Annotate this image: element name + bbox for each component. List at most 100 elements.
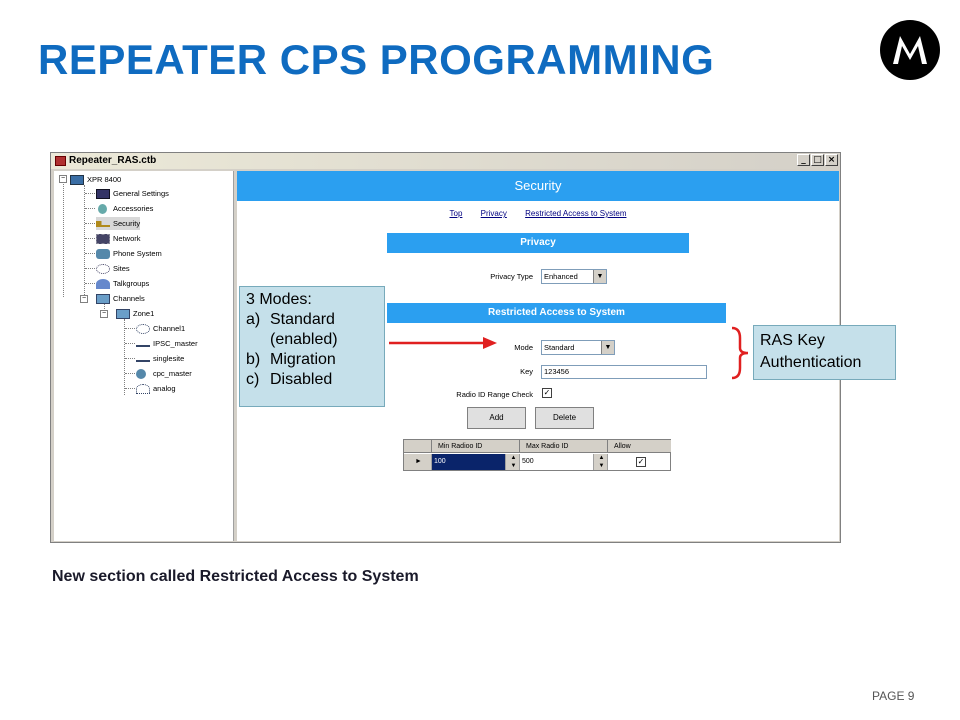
tree-item-label: Security <box>113 219 141 228</box>
mode-select[interactable]: Standard ▼ <box>541 340 615 355</box>
expand-channels-icon[interactable]: − <box>80 295 88 303</box>
delete-button[interactable]: Delete <box>535 407 594 429</box>
expand-root-icon[interactable]: − <box>59 175 67 183</box>
close-button[interactable]: × <box>825 154 838 166</box>
tree-item-ipsc-master[interactable]: IPSC_master <box>136 337 198 350</box>
channel-icon <box>136 323 150 334</box>
folder-icon <box>116 308 130 319</box>
modes-callout: 3 Modes: a)Standard (enabled) b)Migratio… <box>239 286 385 407</box>
minimize-button[interactable]: _ <box>797 154 810 166</box>
channel-icon <box>136 356 150 362</box>
link-top[interactable]: Top <box>449 209 463 218</box>
tree-item-zone1[interactable]: Zone1 <box>116 307 154 320</box>
tree-item-general-settings[interactable]: General Settings <box>96 187 169 200</box>
tree-item-phone-system[interactable]: Phone System <box>96 247 162 260</box>
mode-item: (enabled) <box>270 331 338 348</box>
tree-item-channel1[interactable]: Channel1 <box>136 322 185 335</box>
tree-item-security[interactable]: Security <box>96 217 141 230</box>
tree-item-network[interactable]: Network <box>96 232 141 245</box>
privacy-type-select[interactable]: Enhanced ▼ <box>541 269 607 284</box>
range-check-checkbox[interactable]: ✓ <box>542 388 552 398</box>
tree-item-label: Zone1 <box>133 309 155 318</box>
tree-item-label: Phone System <box>113 249 162 258</box>
key-input[interactable]: 123456 <box>541 365 707 379</box>
grid-header-max: Max Radio ID <box>520 440 608 453</box>
tree-item-cpc-master[interactable]: cpc_master <box>136 367 192 380</box>
tree-item-label: singlesite <box>153 354 185 363</box>
window-title: Repeater_RAS.ctb <box>69 155 157 166</box>
ras-key-callout: RAS Key Authentication <box>753 325 896 380</box>
tree-item-label: Talkgroups <box>113 279 150 288</box>
grid-header-min: Min Radioo ID <box>432 440 520 453</box>
motorola-logo <box>880 20 940 80</box>
app-icon <box>55 156 66 166</box>
settings-icon <box>96 188 110 199</box>
tree-item-label: Sites <box>113 264 130 273</box>
spinner-icon[interactable]: ▲▼ <box>506 454 520 470</box>
privacy-band: Privacy <box>387 233 689 253</box>
tree-item-accessories[interactable]: Accessories <box>96 202 153 215</box>
row-pointer-icon: ► <box>404 454 432 470</box>
tree-item-talkgroups[interactable]: Talkgroups <box>96 277 149 290</box>
page-number: PAGE 9 <box>872 689 915 703</box>
analog-channel-icon <box>136 383 150 394</box>
ras-key-line1: RAS Key <box>760 332 825 349</box>
phone-icon <box>96 248 110 259</box>
talkgroups-icon <box>96 278 110 289</box>
key-label: Key <box>520 367 533 376</box>
tree-item-label: Accessories <box>113 204 154 213</box>
section-header: Security <box>237 171 839 201</box>
allow-checkbox[interactable]: ✓ <box>636 457 646 467</box>
link-restricted-access[interactable]: Restricted Access to System <box>525 209 627 218</box>
tree-item-label: analog <box>153 384 176 393</box>
radio-id-grid: Min Radioo ID Max Radio ID Allow ► 100 ▲… <box>403 439 671 471</box>
window-titlebar[interactable]: Repeater_RAS.ctb _ □ × <box>51 153 840 169</box>
maximize-button[interactable]: □ <box>811 154 824 166</box>
range-check-label: Radio ID Range Check <box>456 390 533 399</box>
add-button[interactable]: Add <box>467 407 526 429</box>
tree-item-analog[interactable]: analog <box>136 382 176 395</box>
mode-label: Mode <box>514 343 533 352</box>
tree-item-channels[interactable]: Channels <box>96 292 145 305</box>
tree-item-label: IPSC_master <box>153 339 198 348</box>
tree-item-root[interactable]: XPR 8400 <box>70 173 121 186</box>
folder-icon <box>96 293 110 304</box>
tree-item-singlesite[interactable]: singlesite <box>136 352 184 365</box>
mode-item: a)Standard <box>246 311 335 328</box>
mode-item: b)Migration <box>246 351 336 368</box>
grid-cell-max[interactable]: 500 <box>520 454 594 470</box>
tree-item-label: cpc_master <box>153 369 192 378</box>
channel-icon <box>136 368 146 379</box>
tree-item-label: Network <box>113 234 141 243</box>
ras-band: Restricted Access to System <box>387 303 726 323</box>
anchor-links: Top Privacy Restricted Access to System <box>237 209 839 218</box>
ras-key-line2: Authentication <box>760 354 862 371</box>
grid-corner <box>404 440 432 453</box>
accessories-icon <box>98 203 107 214</box>
grid-header-allow: Allow <box>608 440 671 453</box>
modes-heading: 3 Modes: <box>246 291 312 308</box>
tree-item-sites[interactable]: Sites <box>96 262 130 275</box>
chevron-down-icon: ▼ <box>601 341 614 354</box>
channel-icon <box>136 341 150 347</box>
chevron-down-icon: ▼ <box>593 270 606 283</box>
key-icon <box>96 220 110 227</box>
expand-zone-icon[interactable]: − <box>100 310 108 318</box>
grid-cell-allow: ✓ <box>608 454 671 470</box>
navigation-tree: − XPR 8400 General Settings Accessories … <box>54 171 234 541</box>
tree-item-label: Channel1 <box>153 324 186 333</box>
sites-icon <box>96 263 110 274</box>
slide-title: REPEATER CPS PROGRAMMING <box>38 36 715 83</box>
network-icon <box>96 233 110 244</box>
tree-item-label: Channels <box>113 294 145 303</box>
red-bracket <box>731 326 749 380</box>
link-privacy[interactable]: Privacy <box>480 209 507 218</box>
slide-caption: New section called Restricted Access to … <box>52 568 419 585</box>
cps-window: Repeater_RAS.ctb _ □ × − XPR 8400 Genera… <box>50 152 841 543</box>
tree-item-label: XPR 8400 <box>87 175 122 184</box>
repeater-icon <box>70 174 84 185</box>
grid-cell-min[interactable]: 100 <box>432 454 506 470</box>
mode-item: c)Disabled <box>246 371 333 388</box>
spinner-icon[interactable]: ▲▼ <box>594 454 608 470</box>
tree-item-label: General Settings <box>113 189 169 198</box>
